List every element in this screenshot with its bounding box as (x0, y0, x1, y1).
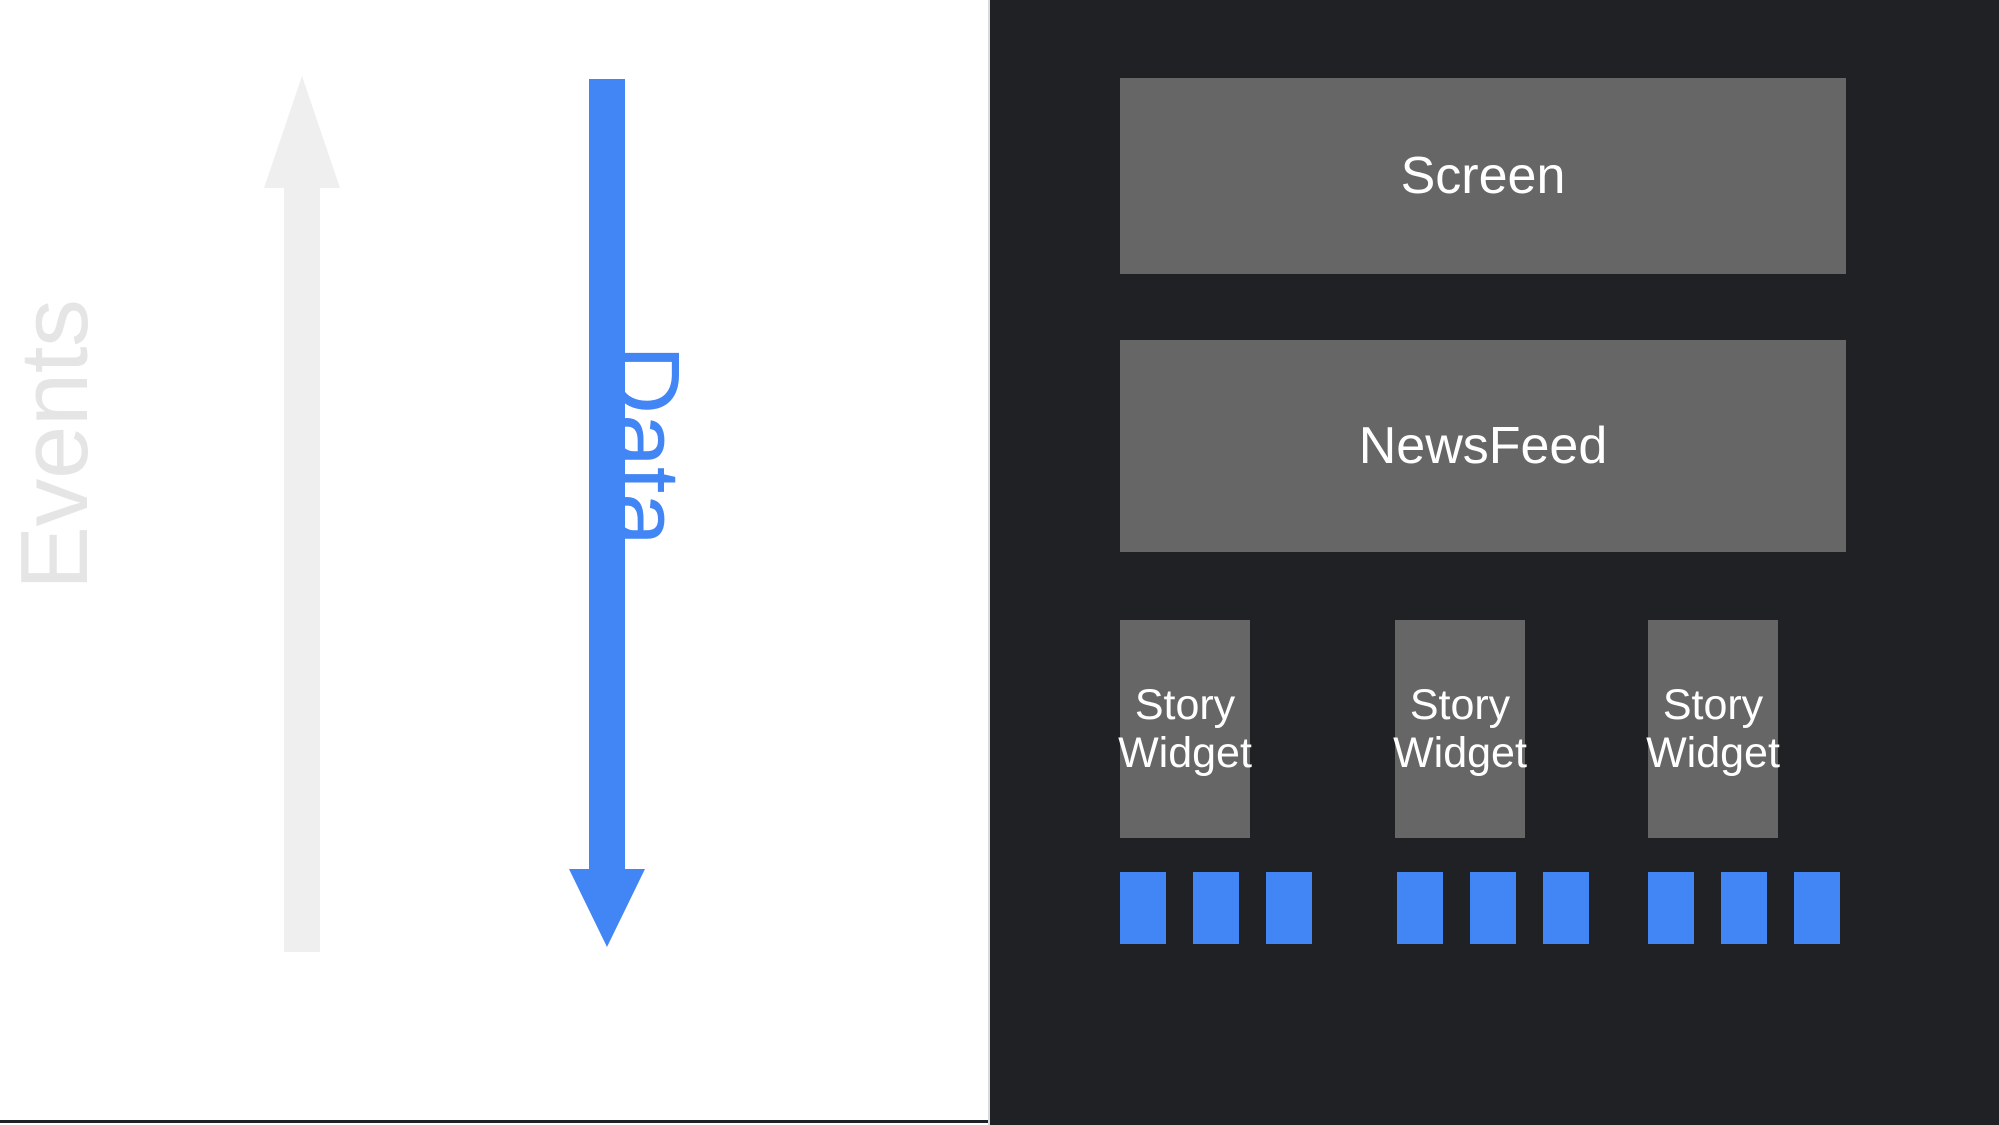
node-story-widget-3[interactable]: Story Widget (1646, 620, 1780, 838)
leaf-chip[interactable] (1543, 872, 1589, 944)
node-screen[interactable]: Screen (1120, 78, 1846, 274)
arrow-up-icon (264, 76, 340, 952)
leaf-chip[interactable] (1120, 872, 1166, 944)
node-story-widget-1[interactable]: Story Widget (1118, 620, 1252, 838)
node-newsfeed-label: NewsFeed (1358, 416, 1608, 475)
leaf-chip[interactable] (1470, 872, 1516, 944)
leaf-chip[interactable] (1193, 872, 1239, 944)
events-flow-label: Events (1, 299, 108, 590)
node-newsfeed[interactable]: NewsFeed (1120, 340, 1846, 552)
leaf-chip[interactable] (1397, 872, 1443, 944)
pane-divider (988, 0, 991, 1125)
data-flow-label: Data (592, 345, 699, 546)
leaf-chip[interactable] (1266, 872, 1312, 944)
node-story-widget-3-label: Story Widget (1646, 680, 1780, 777)
leaf-chip[interactable] (1648, 872, 1694, 944)
flow-legend-pane: Events Data (0, 0, 990, 1125)
node-story-widget-1-label: Story Widget (1118, 680, 1252, 777)
node-story-widget-2-label: Story Widget (1393, 680, 1527, 777)
node-story-widget-2[interactable]: Story Widget (1393, 620, 1527, 838)
node-screen-label: Screen (1400, 146, 1566, 205)
bottom-divider (0, 1120, 990, 1123)
leaf-chip[interactable] (1794, 872, 1840, 944)
leaf-chip[interactable] (1721, 872, 1767, 944)
arrow-down-icon (569, 79, 645, 947)
